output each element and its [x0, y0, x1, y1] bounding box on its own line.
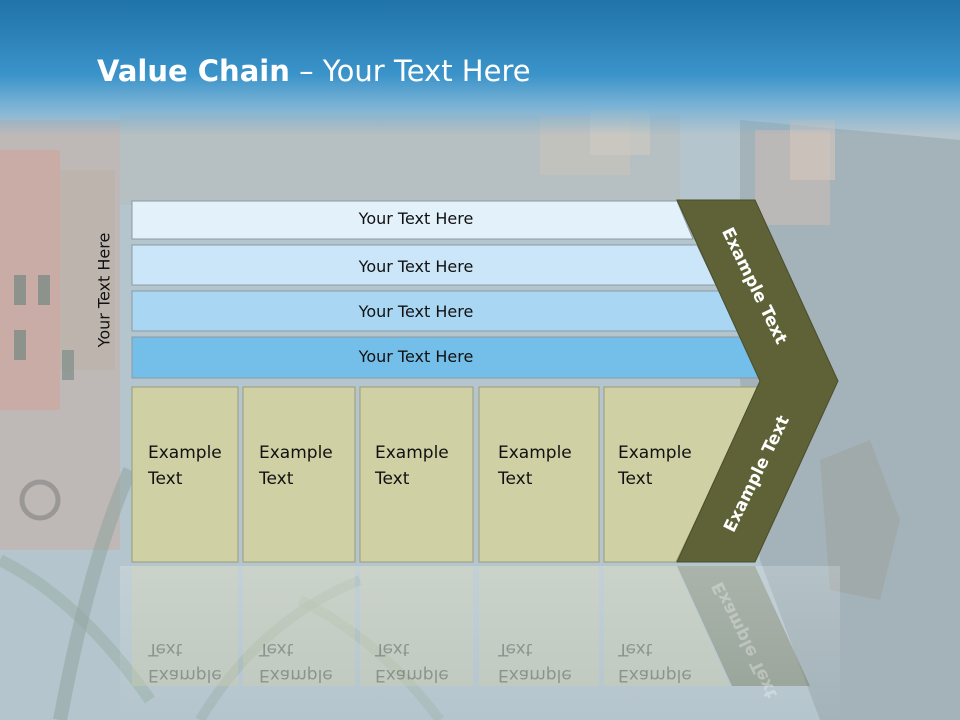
support-row-1-label: Your Text Here [358, 209, 474, 228]
activity-2-reflection: Example Text [259, 636, 333, 688]
margin-chevron[interactable] [676, 199, 839, 563]
activity-1-line1: Example [148, 443, 222, 463]
activity-box-5[interactable] [603, 386, 761, 563]
activity-4-line1: Example [498, 443, 572, 463]
activity-box-4[interactable] [478, 386, 600, 563]
support-row-4-label: Your Text Here [358, 347, 474, 366]
activity-5-line1: Example [618, 443, 692, 463]
activity-5-reflection-line2: Text [618, 639, 653, 659]
activity-3-line2: Text [375, 469, 410, 489]
activity-box-3[interactable] [359, 386, 474, 563]
activity-2-reflection-line2: Text [259, 639, 294, 659]
title-bold: Value Chain [97, 54, 290, 88]
activity-4-reflection-line1: Example [498, 665, 572, 685]
activity-4-reflection-line2: Text [498, 639, 533, 659]
support-row-1[interactable] [131, 200, 694, 240]
activity-1-line2: Text [148, 469, 183, 489]
activity-box-1[interactable] [131, 386, 239, 563]
activity-box-2[interactable] [242, 386, 356, 563]
activity-2-reflection-line1: Example [259, 665, 333, 685]
activity-3-reflection: Example Text [375, 636, 449, 688]
activity-1-reflection: Example Text [148, 636, 222, 688]
activity-1-reflection-line2: Text [148, 639, 183, 659]
activity-2-line1: Example [259, 443, 333, 463]
activity-2-line2: Text [259, 469, 294, 489]
activity-3-reflection-line1: Example [375, 665, 449, 685]
activity-4-reflection: Example Text [498, 636, 572, 688]
support-row-3-label: Your Text Here [358, 302, 474, 321]
activity-5-reflection-line1: Example [618, 665, 692, 685]
activity-3-line1: Example [375, 443, 449, 463]
activity-1-reflection-line1: Example [148, 665, 222, 685]
activity-4-line2: Text [498, 469, 533, 489]
slide-title: Value Chain – Your Text Here [97, 54, 531, 88]
support-row-2-label: Your Text Here [358, 257, 474, 276]
activity-5-line2: Text [618, 469, 653, 489]
activity-5-reflection: Example Text [618, 636, 692, 688]
activity-3-reflection-line2: Text [375, 639, 410, 659]
title-bar [0, 0, 960, 135]
title-rest: – Your Text Here [289, 54, 531, 88]
